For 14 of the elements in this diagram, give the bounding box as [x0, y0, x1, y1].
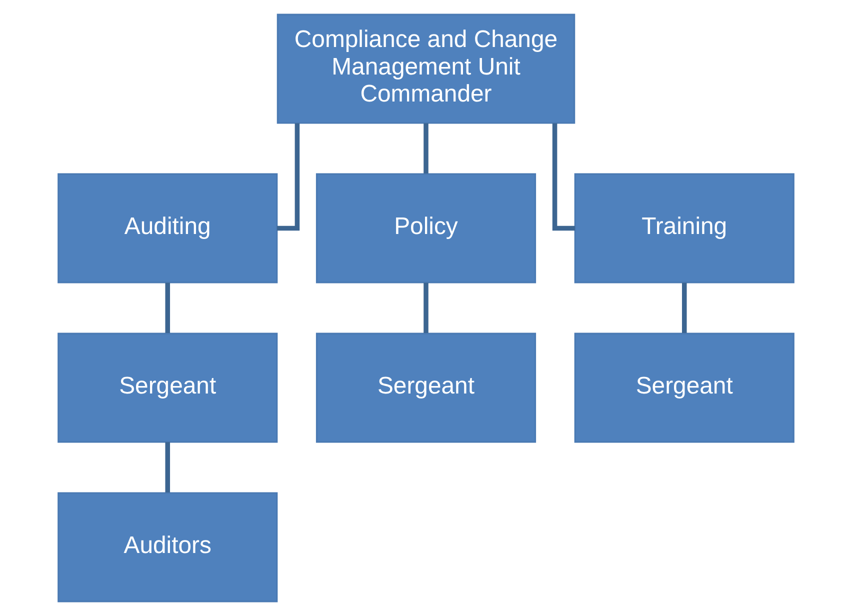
connector: [164, 282, 170, 333]
node-box: Sergeant: [57, 332, 278, 443]
connector: [423, 282, 428, 333]
connector: [423, 123, 428, 174]
node-box: Compliance and Change Management Unit Commander: [276, 14, 575, 124]
connector: [681, 282, 686, 333]
connector: [164, 442, 170, 492]
node-box: Training: [574, 173, 794, 284]
node-box: Auditing: [57, 173, 278, 284]
node-box: Policy: [315, 173, 536, 284]
node-box: Auditors: [57, 492, 278, 602]
node-box: Sergeant: [574, 332, 794, 443]
connector: [552, 123, 575, 231]
node-box: Sergeant: [315, 332, 536, 443]
